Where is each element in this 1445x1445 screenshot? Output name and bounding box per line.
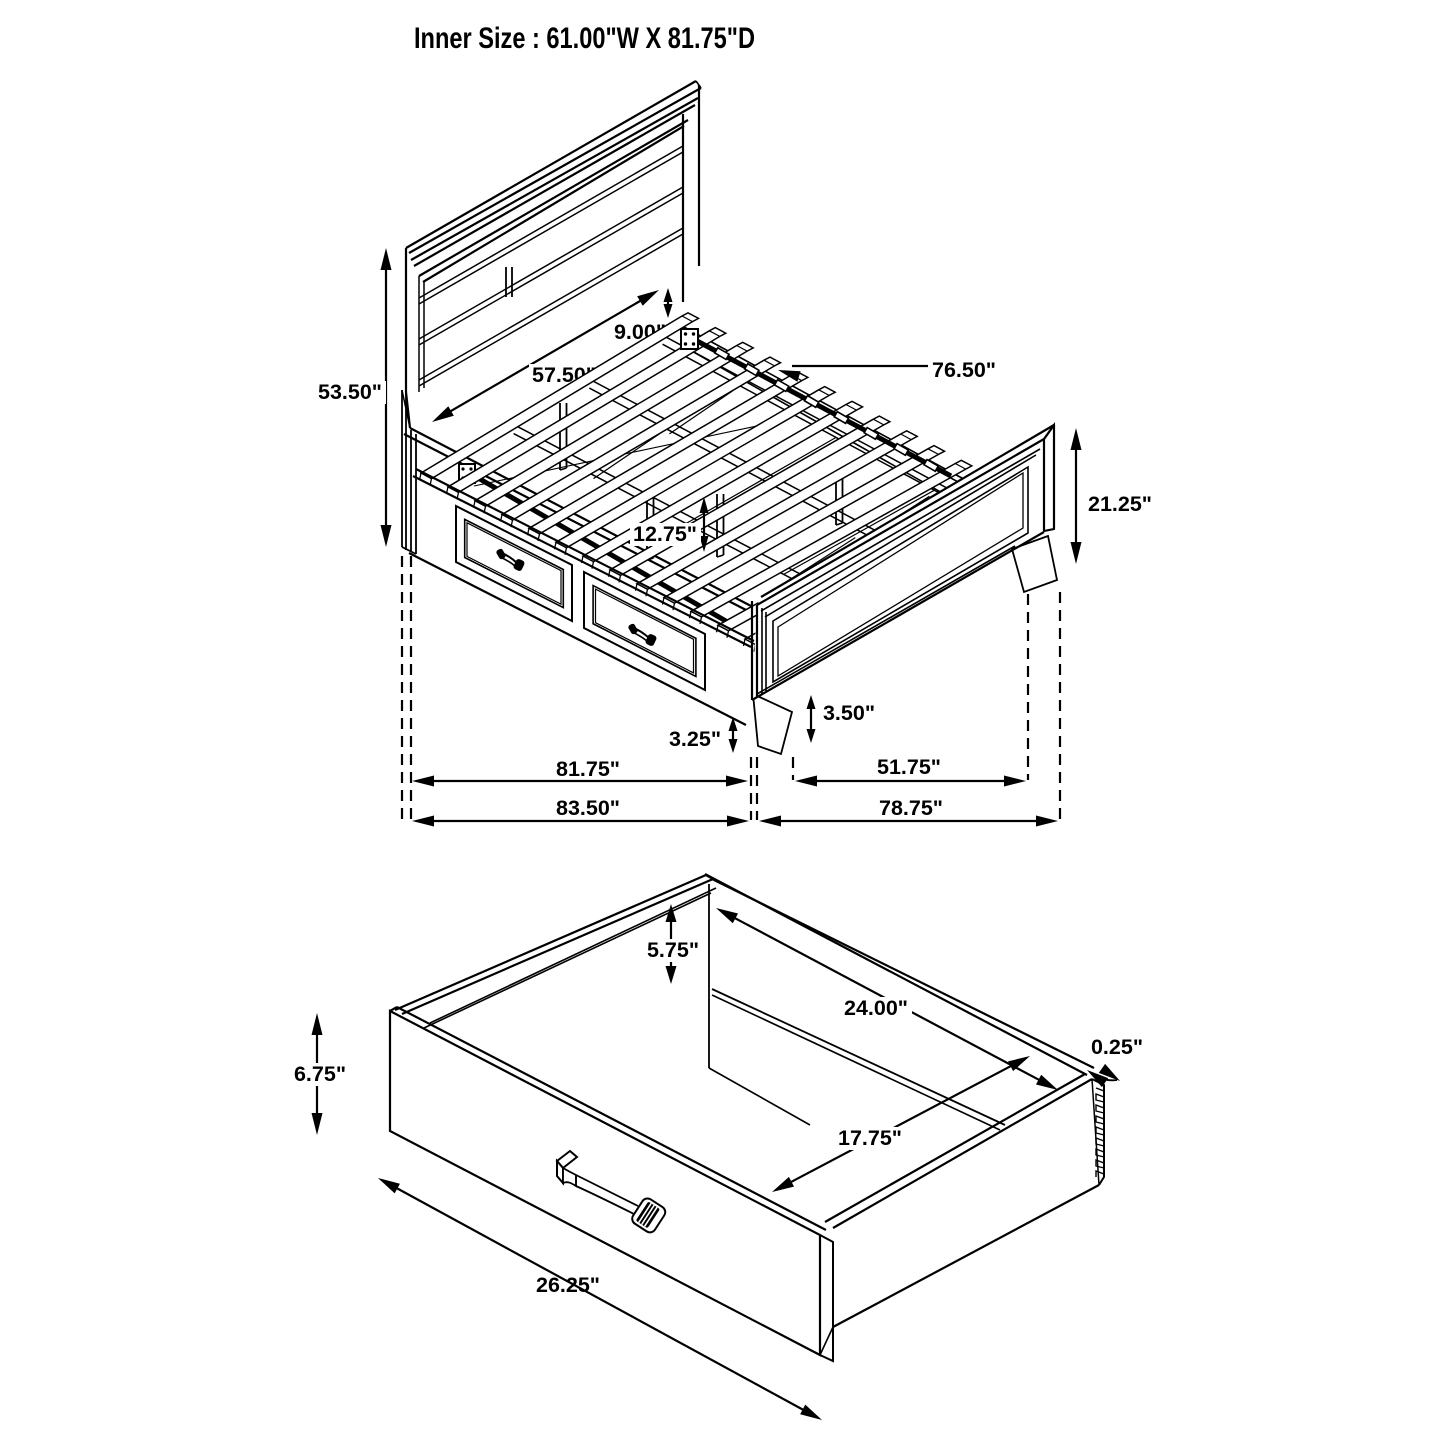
svg-text:5.75": 5.75" — [647, 938, 699, 962]
svg-text:53.50": 53.50" — [318, 380, 382, 404]
svg-text:0.25": 0.25" — [1091, 1035, 1143, 1059]
svg-text:17.75": 17.75" — [838, 1126, 902, 1150]
svg-text:83.50": 83.50" — [556, 796, 620, 820]
svg-text:26.25": 26.25" — [536, 1273, 600, 1297]
svg-text:3.25": 3.25" — [669, 727, 721, 751]
svg-text:Inner Size : 61.00"W X 81.75"D: Inner Size : 61.00"W X 81.75"D — [414, 22, 755, 55]
svg-text:76.50": 76.50" — [932, 358, 996, 382]
svg-text:21.25": 21.25" — [1088, 492, 1152, 516]
svg-text:6.75": 6.75" — [294, 1062, 346, 1086]
svg-text:78.75": 78.75" — [879, 796, 943, 820]
svg-text:3.50": 3.50" — [823, 701, 875, 725]
svg-text:24.00": 24.00" — [844, 996, 908, 1020]
svg-text:12.75": 12.75" — [633, 522, 697, 546]
svg-text:81.75": 81.75" — [556, 757, 620, 781]
svg-text:51.75": 51.75" — [877, 755, 941, 779]
